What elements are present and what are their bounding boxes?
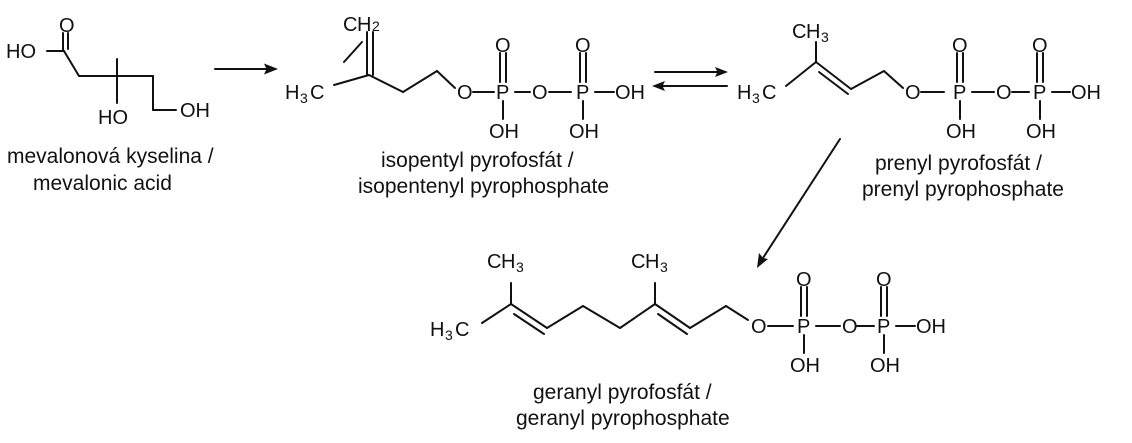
geranyl-p1-oh: OH (790, 355, 820, 377)
geranyl-p2-double-o: O (876, 269, 892, 291)
geranyl-ch3b-sub: 3 (660, 259, 668, 275)
mevalonic-caption-line1: mevalonová kyselina / (7, 145, 214, 168)
mevalonic-terminal-oh: OH (180, 100, 210, 122)
mevalonic-carbonyl-o: O (59, 15, 75, 37)
geranyl-pyrophosphate-structure: C H 3 C H 3 H 3 C O O P OH O O P OH OH (430, 251, 946, 377)
ipp-bridge-o2: O (532, 82, 548, 104)
geranyl-h3c-h: H (430, 319, 444, 341)
reaction-arrow-diagonal (757, 138, 841, 268)
geranyl-p1-double-o: O (796, 269, 812, 291)
geranyl-h3c-c: C (455, 319, 469, 341)
ipp-ch2-c: C (343, 14, 357, 36)
ipp-ch2-h: H (357, 14, 371, 36)
geranyl-ch3a-c: C (487, 251, 501, 273)
prenyl-h3c-h: H (737, 82, 751, 104)
geranyl-bridge-o1: O (751, 316, 767, 338)
geranyl-h3c-sub: 3 (445, 327, 453, 343)
geranyl-caption-line1: geranyl pyrofosfát / (533, 381, 712, 404)
mevalonic-hydroxyl-ho: HO (98, 107, 128, 129)
ipp-h3c-h: H (285, 82, 299, 104)
geranyl-ch3a-sub: 3 (516, 259, 524, 275)
geranyl-caption-line2: geranyl pyrophosphate (516, 407, 730, 430)
prenyl-caption-line1: prenyl pyrofosfát / (875, 152, 1042, 175)
prenyl-terminal-oh: OH (1071, 82, 1101, 104)
mevalonic-caption-line2: mevalonic acid (33, 172, 172, 195)
geranyl-ch3b-h: H (645, 251, 659, 273)
prenyl-bridge-o2: O (996, 82, 1012, 104)
geranyl-ch3b-c: C (631, 251, 645, 273)
ipp-p2-oh: OH (569, 121, 599, 143)
geranyl-p2: P (877, 316, 890, 338)
prenyl-p1-oh: OH (946, 121, 976, 143)
ipp-p2-double-o: O (575, 35, 591, 57)
isopentenyl-caption-line1: isopentyl pyrofosfát / (381, 149, 574, 172)
ipp-terminal-oh: OH (615, 82, 645, 104)
ipp-p2: P (576, 82, 589, 104)
ipp-p1: P (496, 82, 509, 104)
ipp-ch2-sub: 2 (372, 18, 380, 34)
geranyl-ch3a-h: H (501, 251, 515, 273)
prenyl-ch3-sub: 3 (821, 29, 829, 45)
geranyl-terminal-oh: OH (916, 316, 946, 338)
prenyl-bridge-o1: O (905, 82, 921, 104)
prenyl-h3c-sub: 3 (752, 90, 760, 106)
ipp-h3c-sub: 3 (300, 90, 308, 106)
isopentenyl-caption-line2: isopentenyl pyrophosphate (358, 175, 609, 198)
geranyl-p2-oh: OH (870, 355, 900, 377)
reaction-arrow-forward (214, 63, 278, 75)
isopentenyl-pyrophosphate-structure: C H 2 H 3 C O O P OH O O P OH OH (285, 14, 645, 143)
geranyl-p1: P (797, 316, 810, 338)
prenyl-p2: P (1033, 82, 1046, 104)
prenyl-ch3-h: H (806, 21, 820, 43)
mevalonic-acid-structure: O HO HO OH (6, 15, 210, 129)
mevalonic-acid-ho: HO (6, 41, 36, 63)
prenyl-p1: P (953, 82, 966, 104)
prenyl-caption-line2: prenyl pyrophosphate (862, 178, 1064, 201)
prenyl-p2-double-o: O (1032, 35, 1048, 57)
ipp-p1-oh: OH (489, 121, 519, 143)
prenyl-pyrophosphate-structure: C H 3 H 3 C O O P OH O O P OH OH (737, 21, 1101, 143)
equilibrium-arrows (652, 67, 728, 91)
prenyl-ch3-c: C (792, 21, 806, 43)
ipp-bridge-o1: O (457, 82, 473, 104)
prenyl-p1-double-o: O (952, 35, 968, 57)
ipp-h3c-c: C (310, 82, 324, 104)
ipp-p1-double-o: O (495, 35, 511, 57)
geranyl-bridge-o2: O (842, 316, 858, 338)
prenyl-h3c-c: C (762, 82, 776, 104)
prenyl-p2-oh: OH (1026, 121, 1056, 143)
